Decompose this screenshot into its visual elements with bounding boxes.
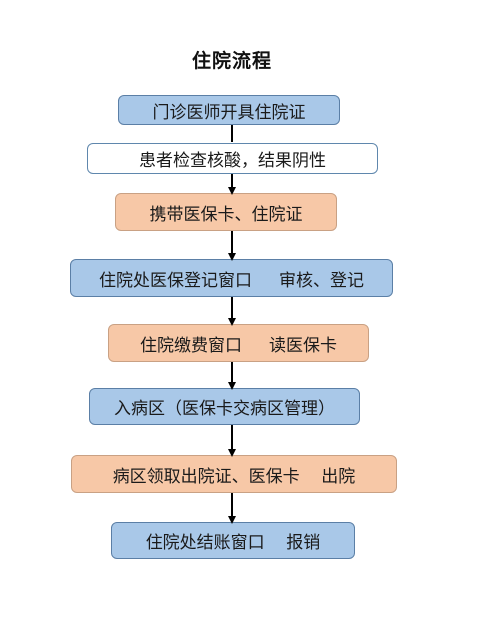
- step-outpatient-certificate: 门诊医师开具住院证: [118, 95, 340, 125]
- step-payment-window: 住院缴费窗口 读医保卡: [108, 324, 369, 362]
- step-nucleic-acid-test: 患者检查核酸，结果阴性: [87, 143, 378, 174]
- step-bring-documents: 携带医保卡、住院证: [115, 193, 337, 231]
- step-settlement-window: 住院处结账窗口 报销: [111, 522, 355, 559]
- step-discharge-documents: 病区领取出院证、医保卡 出院: [71, 455, 397, 493]
- page-title: 住院流程: [191, 50, 272, 72]
- step-enter-ward: 入病区（医保卡交病区管理）: [89, 388, 360, 425]
